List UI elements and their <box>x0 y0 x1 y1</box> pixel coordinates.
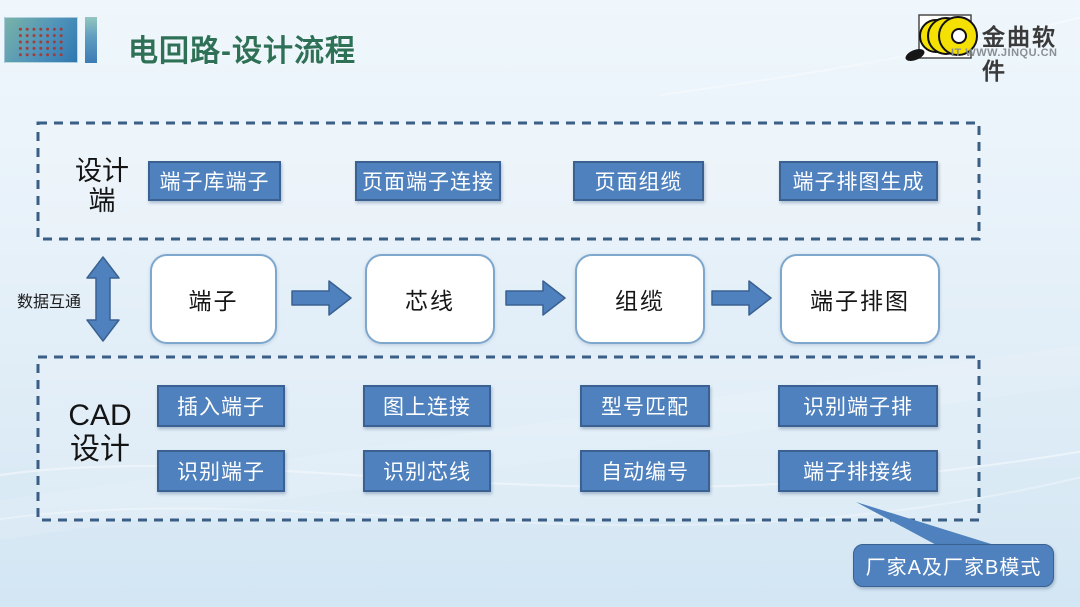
callout-tail-icon <box>856 502 1004 548</box>
company-logo-name: 金曲软件 <box>982 24 1057 84</box>
cad-label-line1: CAD <box>68 399 132 432</box>
company-logo-url: IT WWW.JINQU.CN <box>951 47 1058 59</box>
node-terminal: 端子 <box>150 254 277 344</box>
design-label-line2: 端 <box>88 186 116 217</box>
company-logo-icon <box>905 14 978 61</box>
node-cable: 组缆 <box>575 254 705 344</box>
header-dot-grid-icon <box>16 25 66 57</box>
btn-auto-number: 自动编号 <box>580 450 710 492</box>
header-deco-bar <box>85 17 97 63</box>
page-title: 电回路-设计流程 <box>128 35 356 68</box>
flow-arrow-right-1-icon <box>291 280 352 316</box>
node-terminal-strip-diagram: 端子排图 <box>780 254 940 344</box>
cad-section-border <box>36 355 981 522</box>
cad-label-line2: 设计 <box>70 432 130 466</box>
header-deco-rect <box>4 17 78 63</box>
design-label-line1: 设计 <box>75 156 129 186</box>
node-core-wire: 芯线 <box>365 254 495 344</box>
btn-diagram-connect: 图上连接 <box>363 385 491 427</box>
btn-page-terminal-connect: 页面端子连接 <box>355 161 501 201</box>
btn-identify-terminal: 识别端子 <box>157 450 285 492</box>
btn-terminal-strip-wiring: 端子排接线 <box>778 450 938 492</box>
btn-insert-terminal: 插入端子 <box>157 385 285 427</box>
data-exchange-arrow-icon <box>86 256 120 342</box>
btn-page-cabling: 页面组缆 <box>573 161 704 201</box>
flow-arrow-right-3-icon <box>711 280 772 316</box>
callout-vendor-mode: 厂家A及厂家B模式 <box>853 544 1054 587</box>
btn-terminal-library: 端子库端子 <box>148 161 281 201</box>
btn-identify-terminal-strip: 识别端子排 <box>778 385 938 427</box>
data-exchange-label: 数据互通 <box>16 294 81 311</box>
btn-identify-core-wire: 识别芯线 <box>363 450 491 492</box>
design-section-label: 设计 端 <box>58 156 146 216</box>
btn-terminal-strip-generate: 端子排图生成 <box>779 161 938 201</box>
cad-section-label: CAD 设计 <box>52 399 148 466</box>
btn-model-match: 型号匹配 <box>580 385 710 427</box>
flow-arrow-right-2-icon <box>505 280 566 316</box>
